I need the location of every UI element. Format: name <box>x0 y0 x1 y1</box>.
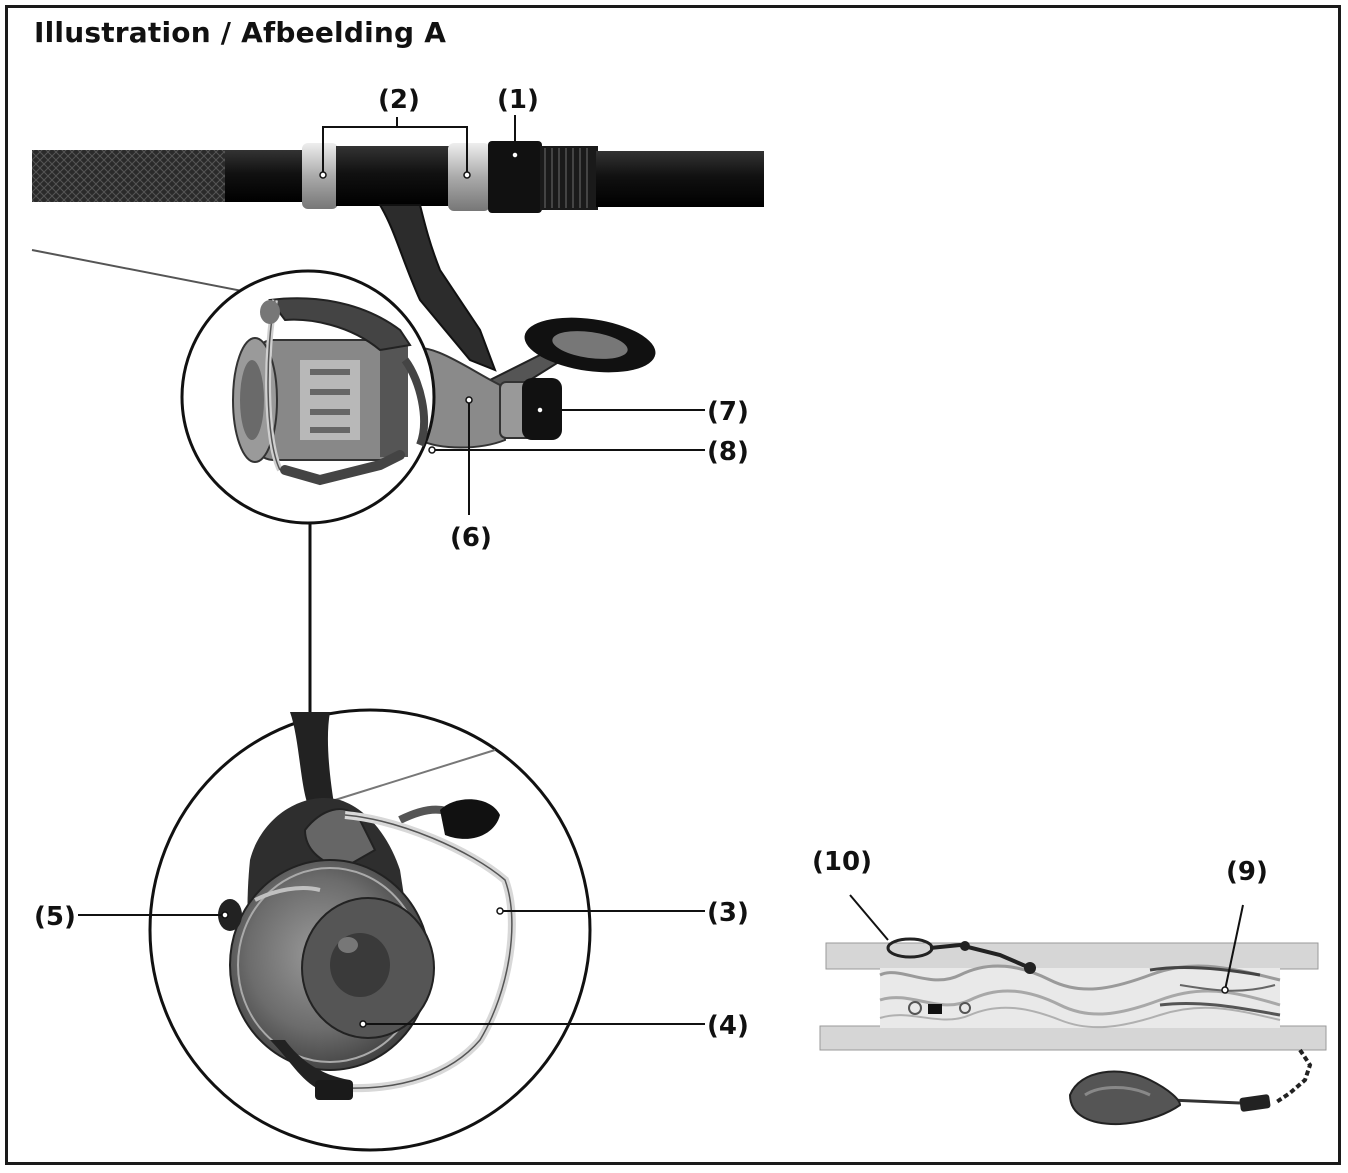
label-3: (3) <box>707 898 749 928</box>
rig-card <box>820 939 1326 1124</box>
label-6: (6) <box>450 523 492 553</box>
label-4: (4) <box>707 1011 749 1041</box>
label-8: (8) <box>707 437 749 467</box>
label-1: (1) <box>497 85 539 115</box>
thread-section <box>540 146 598 210</box>
reel-front-view <box>150 710 590 1150</box>
fishing-rod <box>32 141 764 213</box>
label-9: (9) <box>1226 857 1268 887</box>
reel-seat <box>336 146 450 206</box>
sinker-weight <box>1070 1072 1180 1125</box>
rod-blank <box>596 151 764 207</box>
reel-side-view <box>32 205 659 523</box>
label-5: (5) <box>34 902 76 932</box>
label-2: (2) <box>378 85 420 115</box>
label-7: (7) <box>707 397 749 427</box>
label-10: (10) <box>812 847 872 877</box>
rod-grip <box>32 150 227 202</box>
rig-card-bottom-rail <box>820 1026 1326 1050</box>
rod-grip-end <box>225 150 303 202</box>
